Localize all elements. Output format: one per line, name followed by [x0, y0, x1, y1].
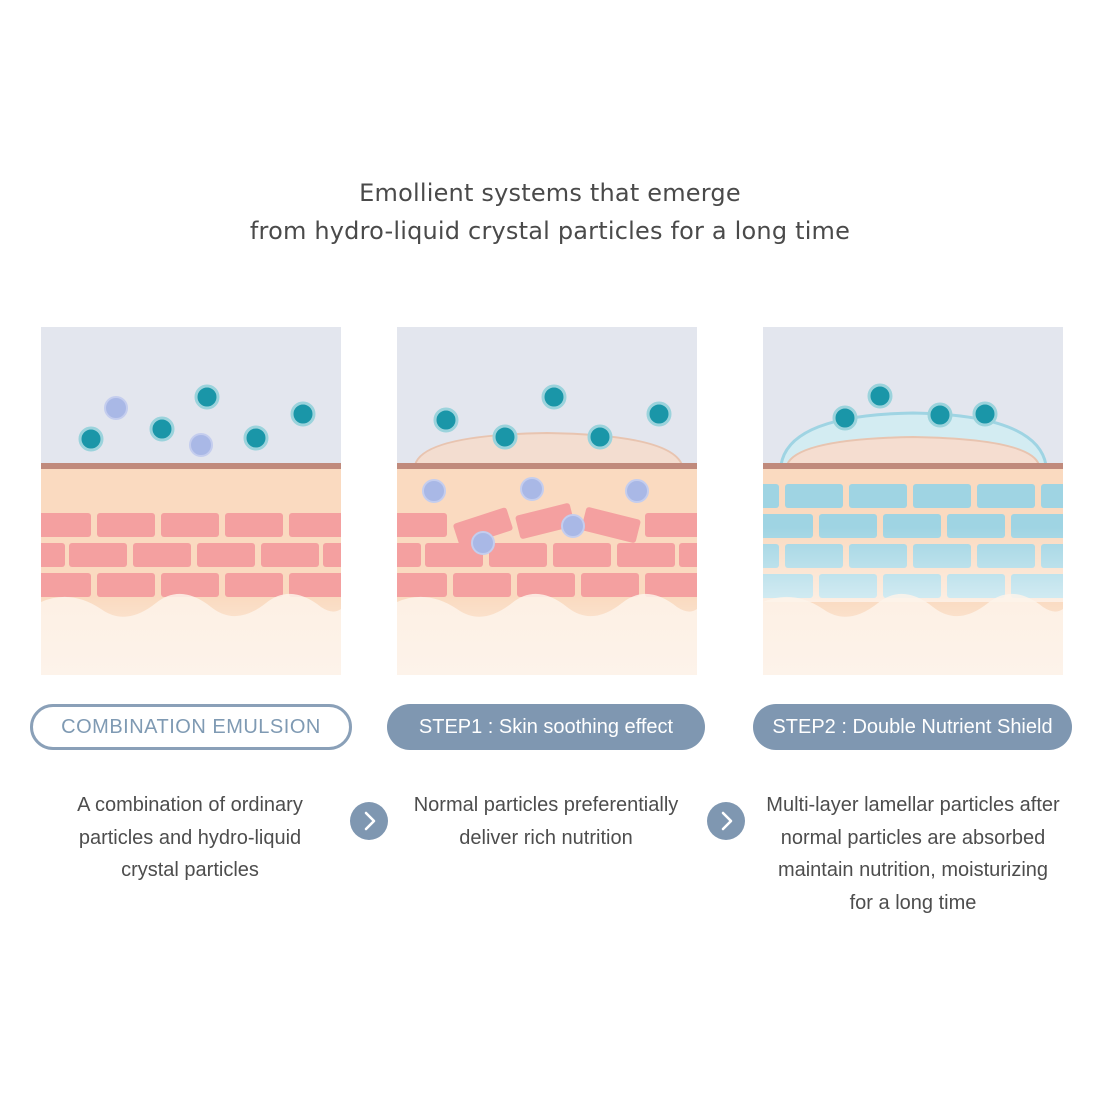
label-combination-emulsion: COMBINATION EMULSION — [30, 704, 352, 750]
description-line: A combination of ordinary — [77, 794, 303, 816]
diagram-title-line-1: Emollient systems that emerge — [359, 179, 741, 207]
panel-combination-emulsion — [41, 327, 341, 675]
description-step1: Normal particles preferentially deliver … — [381, 789, 711, 854]
chevron-right-icon — [707, 802, 745, 840]
panel-step2 — [763, 327, 1063, 675]
description-line: deliver rich nutrition — [459, 826, 633, 849]
particles — [78, 384, 316, 457]
description-line: normal particles are absorbed — [780, 826, 1046, 849]
diagram-title-line-2: from hydro-liquid crystal particles for … — [249, 217, 851, 245]
description-combination-emulsion: A combination of ordinary particles and … — [25, 789, 355, 887]
particles — [832, 383, 998, 431]
description-line: maintain nutrition, moisturizing — [777, 859, 1049, 881]
label-step1: STEP1 : Skin soothing effect — [387, 704, 705, 750]
description-line: Multi-layer lamellar particles after — [766, 794, 1060, 816]
description-line: crystal particles — [121, 859, 259, 881]
description-line: Normal particles preferentially — [413, 794, 679, 816]
particles — [422, 384, 672, 555]
label-step2: STEP2 : Double Nutrient Shield — [753, 704, 1072, 750]
chevron-right-icon — [350, 802, 388, 840]
description-step2: Multi-layer lamellar particles after nor… — [748, 789, 1078, 919]
description-line: particles and hydro-liquid — [78, 826, 302, 849]
description-line: for a long time — [849, 891, 977, 914]
panel-step1 — [397, 327, 697, 675]
